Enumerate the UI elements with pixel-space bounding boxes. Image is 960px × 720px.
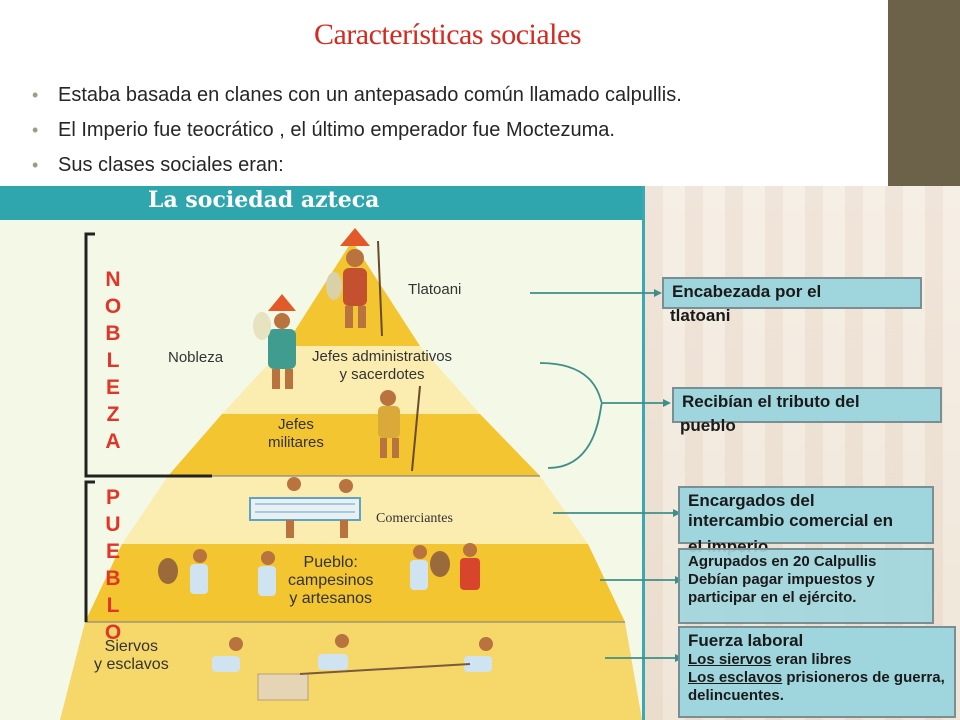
box-title: Fuerza laboral [688, 631, 804, 650]
box-comercio: Encargados del intercambio comercial en [678, 486, 934, 544]
pueblo-vertical-label: P U E B L O [100, 484, 126, 646]
label-line: militares [268, 434, 324, 451]
merchants-figures [249, 477, 361, 538]
box-line: participar en el ejército. [688, 589, 857, 606]
label-jefes-militares: Jefes militares [268, 416, 324, 452]
warrior-figure [378, 385, 421, 472]
box-text: eran libres [771, 651, 852, 668]
pyramid-diagram [60, 228, 683, 720]
bullet-list: Estaba basada en clanes con un antepasad… [32, 80, 682, 185]
pueblo-letter: B [105, 567, 121, 590]
nobleza-letter: E [105, 376, 120, 399]
nobleza-letter: N [105, 268, 121, 291]
label-line: Siervos [104, 638, 159, 655]
nobleza-vertical-label: N O B L E Z A [100, 266, 126, 455]
box-tributo-overflow: pueblo [680, 416, 736, 435]
label-siervos: Siervos y esclavos [94, 638, 169, 674]
box-line: Los esclavos prisioneros de guerra, [688, 669, 946, 687]
box-tlatoani-overflow: tlatoani [670, 306, 731, 325]
tlatoani-figure [326, 228, 383, 337]
label-line: y artesanos [289, 590, 373, 607]
box-line: Encabezada por el [672, 282, 822, 301]
bullet-item: El Imperio fue teocrático , el último em… [32, 115, 682, 150]
pueblo-letter: E [105, 540, 120, 563]
side-decoration-bar [888, 0, 960, 186]
label-line: y esclavos [94, 656, 169, 673]
label-jefes-administrativos: Jefes administrativos y sacerdotes [312, 348, 452, 384]
pueblo-letter: U [105, 513, 121, 536]
nobleza-letter: B [105, 322, 121, 345]
box-line: Recibían el tributo del [682, 392, 860, 411]
nobleza-letter: O [104, 295, 122, 318]
box-line: delincuentes. [688, 687, 784, 704]
label-comerciantes: Comerciantes [376, 511, 453, 526]
pueblo-letter: P [105, 486, 120, 509]
underlined-term: Los siervos [688, 651, 772, 668]
box-line: intercambio comercial en [688, 511, 894, 530]
label-line: Jefes administrativos [312, 348, 453, 365]
label-line: campesinos [288, 572, 374, 589]
bullet-item: Sus clases sociales eran: [32, 150, 682, 185]
aztec-figures [158, 228, 493, 701]
nobleza-letter: A [105, 430, 121, 453]
box-line: Debían pagar impuestos y [688, 571, 875, 588]
box-text: prisioneros de guerra, [782, 669, 945, 686]
box-line: Los siervos eran libres [688, 651, 946, 669]
box-tlatoani: Encabezada por el [662, 277, 922, 309]
pyramid-tier-pueblo [85, 544, 625, 622]
label-line: Pueblo: [303, 554, 358, 571]
box-calpullis: Agrupados en 20 Calpullis Debían pagar i… [678, 548, 934, 624]
nobleza-letter: Z [106, 403, 120, 426]
infographic-header [0, 186, 642, 220]
nobleza-letter: L [106, 349, 120, 372]
bullet-item: Estaba basada en clanes con un antepasad… [32, 80, 682, 115]
box-fuerza-laboral: Fuerza laboral Los siervos eran libres L… [678, 626, 956, 718]
pueblo-bracket [84, 480, 95, 622]
commoners-figures [158, 543, 480, 596]
laborers-figures [212, 634, 493, 701]
label-tlatoani: Tlatoani [408, 281, 462, 298]
pueblo-letter: L [106, 594, 120, 617]
slide-title: Características sociales [313, 18, 582, 51]
aztec-society-infographic: La sociedad azteca [0, 186, 960, 720]
label-line: Jefes [277, 416, 314, 433]
underlined-term: Los esclavos [688, 669, 783, 686]
pyramid-tier-militares [168, 414, 540, 476]
nobleza-bracket [84, 232, 212, 478]
label-pueblo: Pueblo: campesinos y artesanos [288, 554, 373, 608]
box-tributo: Recibían el tributo del [672, 387, 942, 423]
noble-figure [253, 294, 296, 389]
box-line: Encargados del [688, 491, 815, 510]
box-line: Agrupados en 20 Calpullis [688, 553, 877, 570]
infographic-title: La sociedad azteca [148, 187, 380, 213]
label-nobleza: Nobleza [168, 349, 224, 366]
connector-arrows [530, 292, 676, 659]
pueblo-letter: O [104, 621, 122, 644]
label-line: y sacerdotes [339, 366, 425, 383]
